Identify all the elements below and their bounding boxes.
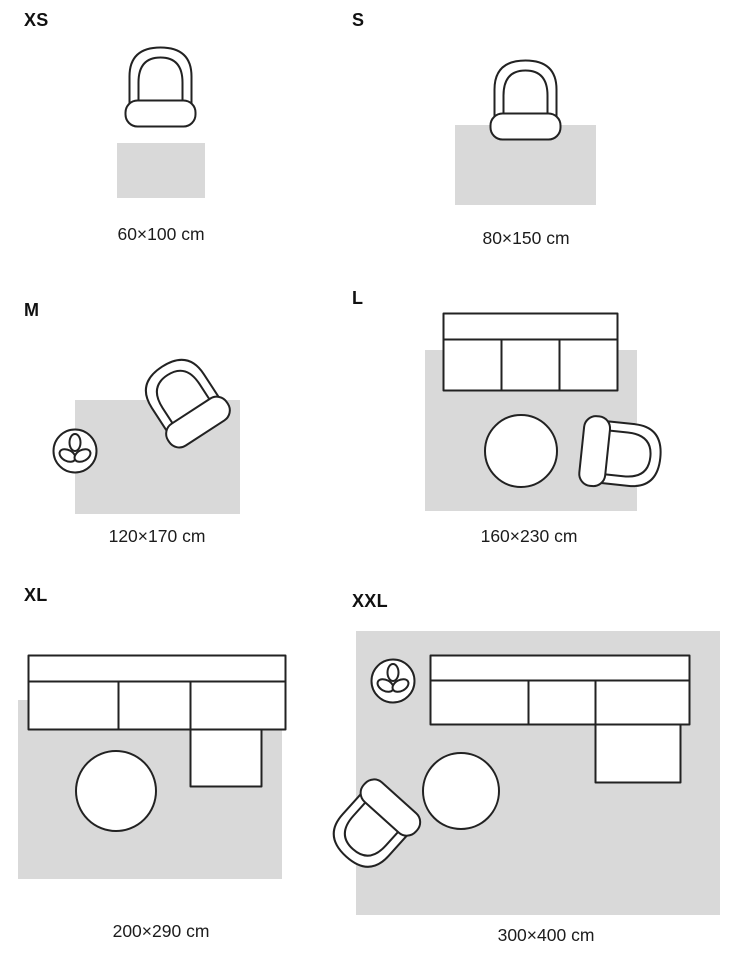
size-label-xl: XL [24,585,48,605]
panel-xl [18,654,287,879]
plant-icon [52,428,98,474]
size-label-l: L [352,288,364,308]
dimension-label-xs: 60×100 cm [117,224,205,244]
size-label-m: M [24,300,40,320]
dimension-label-l: 160×230 cm [480,526,578,546]
armchair-icon [124,46,197,128]
panel-xxl [319,631,720,915]
armchair-icon [489,59,562,141]
dimension-label-xl: 200×290 cm [112,921,210,941]
panel-l [425,312,665,511]
coffee-table-icon [484,414,558,488]
size-label-xs: XS [24,10,49,30]
coffee-table-icon [75,750,157,832]
armchair-icon [577,413,665,494]
coffee-table-icon [422,752,500,830]
sectional-sofa-icon [27,654,287,788]
dimension-label-m: 120×170 cm [108,526,206,546]
plant-icon [370,658,416,704]
size-label-xxl: XXL [352,591,388,611]
dimension-label-xxl: 300×400 cm [497,925,595,945]
sofa-icon [442,312,619,392]
panel-s [455,59,596,205]
rug-xs [117,143,205,198]
sectional-sofa-icon [429,654,691,784]
panel-m [52,346,240,514]
size-label-s: S [352,10,365,30]
panel-xs [117,46,205,198]
dimension-label-s: 80×150 cm [482,228,570,248]
